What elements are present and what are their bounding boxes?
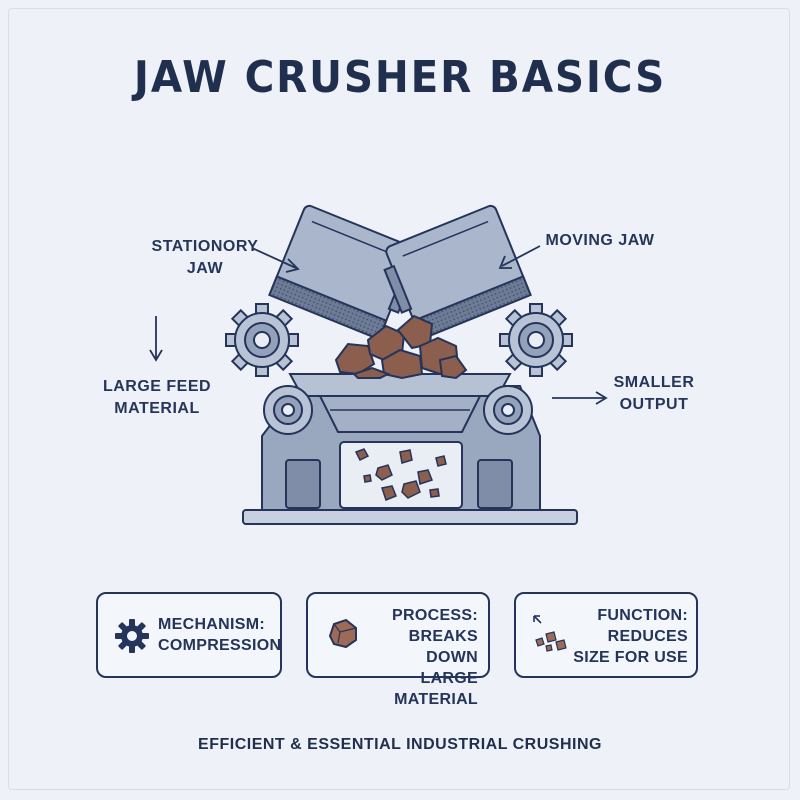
card-function-text: FUNCTION: REDUCES SIZE FOR USE (573, 607, 688, 666)
stationary-jaw-label: STATIONORY JAW (151, 238, 259, 277)
gear-lower-left (263, 385, 313, 435)
body-panel-left (285, 459, 321, 509)
feed-rocks (334, 314, 468, 380)
tagline: EFFICIENT & ESSENTIAL INDUSTRIAL CRUSHIN… (198, 736, 602, 753)
rock-icon (328, 618, 357, 649)
page-title: JAW CRUSHER BASICS (133, 52, 667, 103)
card-mechanism: MECHANISM: COMPRESSION (96, 592, 282, 678)
output-label: SMALLER OUTPUT (613, 374, 695, 413)
card-process: PROCESS: BREAKS DOWN LARGE MATERIAL (306, 592, 490, 708)
gear-upper-left (225, 303, 299, 377)
card-function: FUNCTION: REDUCES SIZE FOR USE (514, 592, 698, 678)
output-rocks (354, 448, 447, 501)
base-plate (242, 509, 578, 525)
page-frame (8, 8, 790, 790)
gear-upper-right (499, 303, 573, 377)
moving-jaw-label: MOVING JAW (545, 232, 655, 249)
moving-jaw (383, 204, 532, 341)
small-rocks-icon (533, 615, 567, 652)
gear-lower-right (483, 385, 533, 435)
gear-icon (115, 619, 149, 653)
hopper-chute (318, 395, 482, 433)
card-process-text: PROCESS: BREAKS DOWN LARGE MATERIAL (392, 607, 478, 708)
jaw-crusher-illustration (149, 204, 608, 525)
stationary-jaw-pointer (251, 247, 297, 269)
moving-jaw-pointer (501, 245, 541, 267)
body-panel-right (477, 459, 513, 509)
feed-material-label: LARGE FEED MATERIAL (102, 378, 212, 417)
card-mechanism-text: MECHANISM: COMPRESSION (158, 616, 282, 654)
